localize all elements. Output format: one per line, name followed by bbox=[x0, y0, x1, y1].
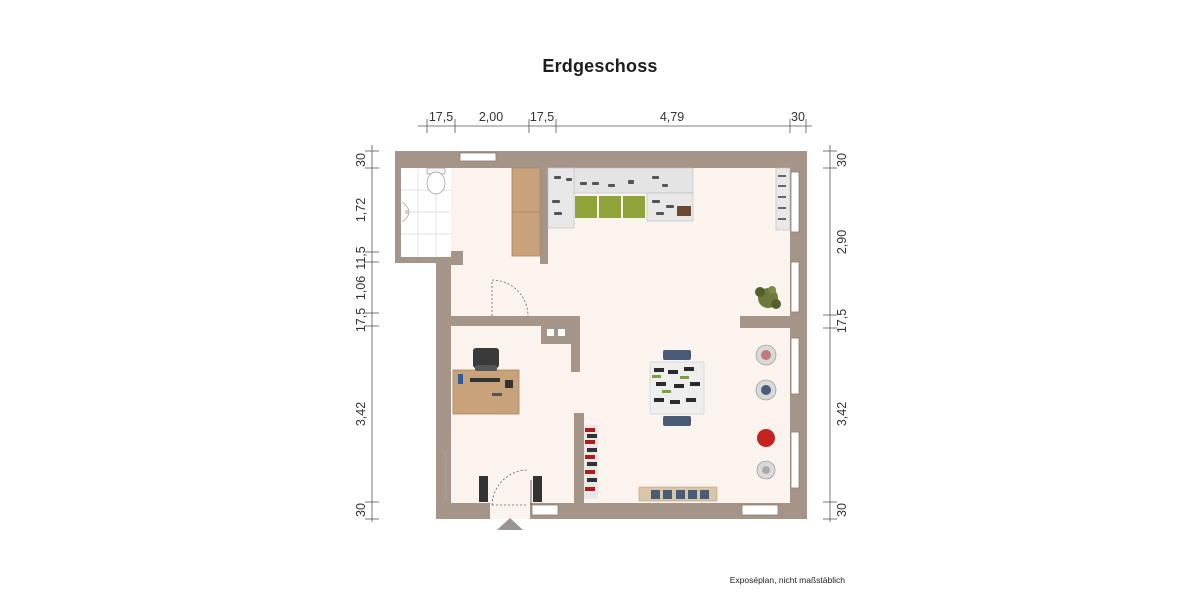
partition-walls bbox=[451, 168, 807, 503]
watermark: IllustrationGimmlerGrafik bbox=[443, 449, 448, 499]
dim-top-1: 17,5 bbox=[429, 110, 453, 124]
window-bottom bbox=[741, 504, 779, 516]
office-chair-icon bbox=[473, 348, 499, 371]
window-top bbox=[459, 152, 497, 162]
dimension-right: 30 2,90 17,5 3,42 30 bbox=[823, 145, 849, 522]
dim-left-6: 3,42 bbox=[354, 402, 368, 426]
dim-left-1: 30 bbox=[354, 153, 368, 167]
window-right-4 bbox=[790, 431, 800, 489]
wall-shelf bbox=[775, 167, 791, 231]
shoe-shelf-icon bbox=[547, 167, 694, 229]
desk-icon bbox=[452, 369, 520, 415]
dim-left-5: 17,5 bbox=[354, 308, 368, 332]
dim-top-4: 4,79 bbox=[660, 110, 684, 124]
footer-note: Exposéplan, nicht maßstäblich bbox=[729, 575, 845, 585]
shoe-rack-vertical bbox=[584, 425, 598, 499]
hall-cabinet bbox=[511, 167, 541, 257]
window-right-3 bbox=[790, 337, 800, 395]
stand-right bbox=[533, 476, 542, 502]
stand-left bbox=[479, 476, 488, 502]
dim-right-5: 30 bbox=[835, 503, 849, 517]
dim-right-3: 17,5 bbox=[835, 309, 849, 333]
armchair-icon bbox=[755, 344, 777, 480]
dim-left-7: 30 bbox=[354, 503, 368, 517]
window-right-2 bbox=[790, 261, 800, 313]
dimension-top: 17,5 2,00 17,5 4,79 30 bbox=[418, 110, 812, 133]
window-bottom-left bbox=[531, 504, 559, 516]
dim-top-2: 2,00 bbox=[479, 110, 503, 124]
dim-left-3: 11,5 bbox=[354, 246, 368, 269]
dim-right-1: 30 bbox=[835, 153, 849, 167]
dim-right-4: 3,42 bbox=[835, 402, 849, 426]
window-right-1 bbox=[790, 171, 800, 233]
sink-icon bbox=[401, 201, 410, 223]
dim-left-4: 1,06 bbox=[354, 276, 368, 300]
dim-right-2: 2,90 bbox=[835, 230, 849, 254]
dimension-left: 30 1,72 11,5 1,06 17,5 3,42 30 bbox=[354, 145, 379, 522]
dim-top-5: 30 bbox=[791, 110, 805, 124]
plan-title: Erdgeschoss bbox=[542, 56, 658, 76]
windows bbox=[459, 152, 800, 516]
plant-icon bbox=[755, 286, 781, 309]
dim-top-3: 17,5 bbox=[530, 110, 554, 124]
toilet-icon bbox=[426, 167, 446, 195]
entrance bbox=[490, 469, 530, 530]
table-icon bbox=[649, 350, 705, 426]
bench bbox=[638, 486, 718, 502]
dim-left-2: 1,72 bbox=[354, 198, 368, 222]
door-arc bbox=[491, 279, 529, 317]
entrance-arrow-icon bbox=[497, 518, 523, 530]
